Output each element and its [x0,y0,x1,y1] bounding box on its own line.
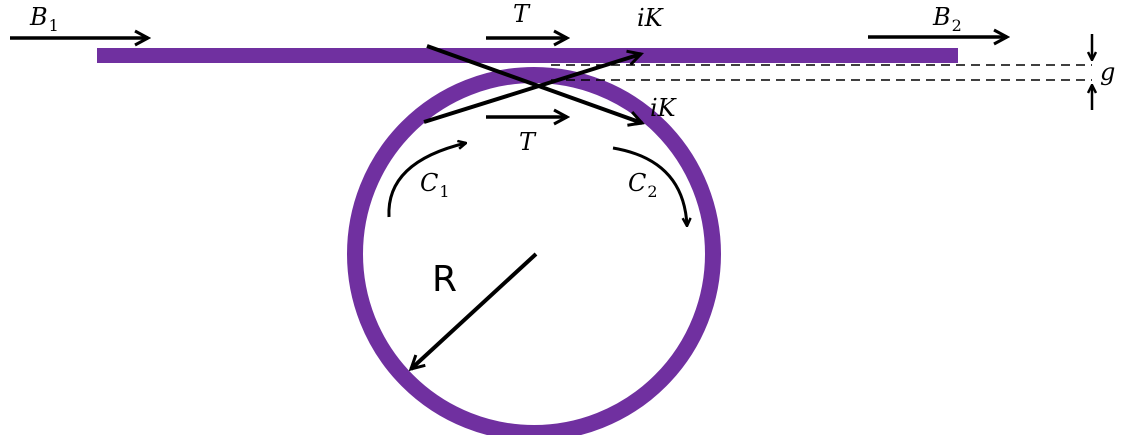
label-radius: R [432,259,457,300]
label-ik-top: iK [637,4,665,32]
bus-waveguide [97,48,958,63]
label-gap: g [1100,58,1115,86]
label-t-top: T [513,0,531,28]
c2-curved-arrow [612,146,687,226]
label-ik-bottom: iK [650,94,678,122]
c1-curved-arrow [387,143,466,218]
label-t-bottom: T [519,128,537,156]
label-c1: C1 [420,169,450,201]
ring-resonator [347,67,721,435]
label-b2: B2 [932,3,962,35]
label-b1: B1 [29,3,59,35]
radius-arrow [411,252,538,369]
ik-arrow-bus-to-ring [426,44,642,123]
ik-arrow-ring-to-bus [423,54,641,124]
label-c2: C2 [628,169,658,201]
